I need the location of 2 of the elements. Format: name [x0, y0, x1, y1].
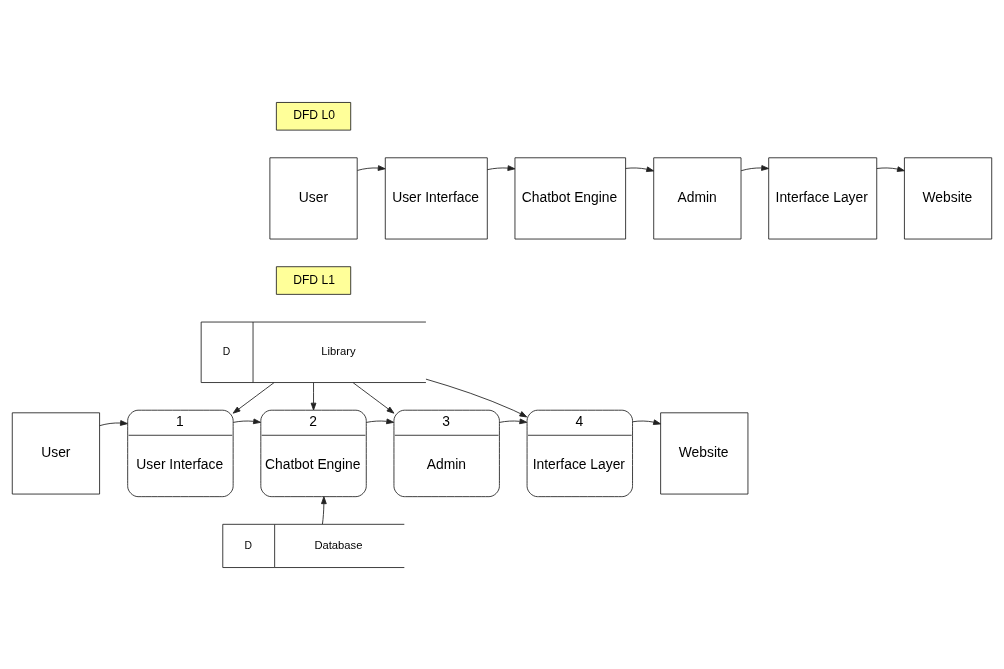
node-text: D Database: [244, 538, 363, 551]
node-text: D Library: [222, 344, 356, 357]
